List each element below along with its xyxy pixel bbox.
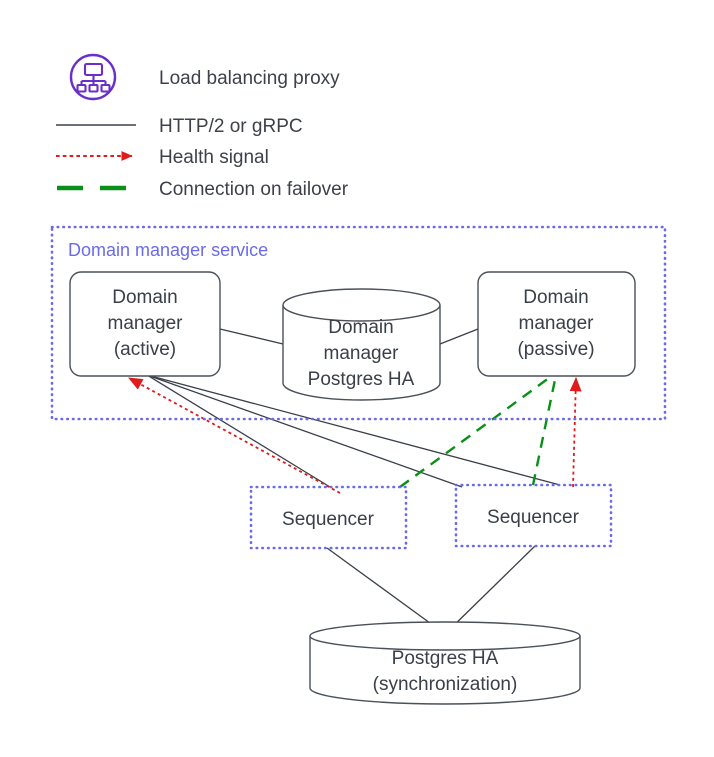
node-domain-manager-active[interactable]: Domain manager (active): [69, 271, 221, 377]
node-domain-manager-passive[interactable]: Domain manager (passive): [477, 271, 636, 377]
postgres-ha-line-2: (synchronization): [373, 674, 518, 695]
link-failover-left: [399, 374, 554, 488]
domain-manager-db-line-3: Postgres HA: [308, 369, 415, 390]
postgres-ha-body[interactable]: [309, 636, 581, 705]
link-active-to-sequencer-left: [146, 374, 331, 488]
domain-manager-db-line-2: manager: [324, 343, 400, 364]
legend-row-health: Health signal: [56, 147, 269, 168]
domain-manager-passive-line-3: (passive): [517, 339, 594, 360]
link-health-right: [569, 376, 582, 488]
postgres-ha-line-1: Postgres HA: [392, 648, 499, 669]
domain-manager-active-line-3: (active): [114, 339, 176, 360]
legend: Load balancing proxy HTTP/2 or gRPC Heal…: [56, 53, 349, 200]
link-active-to-sequencer-right: [146, 374, 463, 488]
link-active-to-sequencer-right-alt: [146, 374, 561, 486]
load-balancer-icon: [69, 53, 117, 101]
legend-row-http: HTTP/2 or gRPC: [56, 116, 303, 137]
domain-manager-active-line-2: manager: [108, 313, 184, 334]
node-domain-manager-db[interactable]: Domain manager Postgres HA: [282, 288, 441, 401]
domain-manager-active-box[interactable]: [69, 271, 221, 377]
domain-manager-db-body[interactable]: [282, 305, 441, 401]
legend-label-http: HTTP/2 or gRPC: [159, 116, 303, 137]
legend-label-failover: Connection on failover: [159, 179, 349, 200]
legend-label-proxy: Load balancing proxy: [159, 68, 340, 89]
node-sequencer-right[interactable]: Sequencer: [454, 483, 613, 548]
postgres-ha-top: [309, 621, 581, 651]
legend-label-health: Health signal: [159, 147, 269, 168]
group-border: [50, 225, 667, 421]
sequencer-left-label: Sequencer: [282, 509, 375, 530]
domain-manager-passive-box[interactable]: [477, 271, 636, 377]
connections: [128, 328, 582, 635]
domain-manager-passive-line-2: manager: [519, 313, 595, 334]
sequencer-right-label: Sequencer: [487, 507, 580, 528]
link-db-to-passive: [439, 328, 479, 345]
link-failover-right: [531, 374, 558, 486]
node-postgres-ha[interactable]: Postgres HA (synchronization): [309, 621, 581, 705]
link-health-left: [128, 377, 341, 494]
group-label-domain-manager-service: Domain manager service: [68, 240, 268, 260]
link-sequencer-left-to-postgres: [326, 547, 446, 635]
link-active-to-db: [219, 328, 284, 345]
group-domain-manager-service: Domain manager service: [50, 225, 667, 421]
domain-manager-db-top: [282, 288, 441, 322]
domain-manager-active-line-1: Domain: [112, 287, 177, 308]
domain-manager-passive-line-1: Domain: [523, 287, 588, 308]
link-sequencer-right-to-postgres: [444, 545, 536, 635]
node-sequencer-left[interactable]: Sequencer: [249, 485, 408, 550]
legend-row-failover: Connection on failover: [57, 179, 349, 200]
legend-row-proxy: Load balancing proxy: [69, 53, 340, 101]
domain-manager-db-line-1: Domain: [328, 317, 393, 338]
